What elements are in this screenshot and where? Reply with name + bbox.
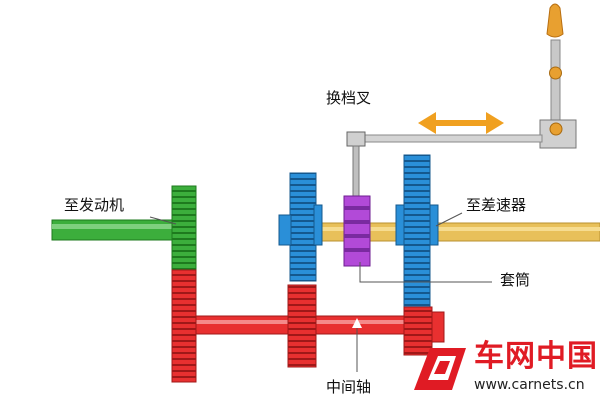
shift-fork-label: 换档叉 <box>326 89 372 107</box>
sleeve-label: 套筒 <box>500 271 531 289</box>
driven-gear-1 <box>278 172 323 282</box>
leader-lines <box>149 212 492 372</box>
sleeve <box>343 195 371 267</box>
input-gear <box>171 185 197 271</box>
shift-fork <box>346 131 366 201</box>
brand-logo-icon <box>414 348 466 390</box>
input-shaft <box>51 219 183 241</box>
to-differential-label: 至差速器 <box>466 196 527 214</box>
countershaft-gear-2 <box>403 306 445 356</box>
countershaft-drive-gear <box>171 269 197 383</box>
shift-lever <box>539 3 577 149</box>
direction-arrow <box>418 112 504 134</box>
shift-rod <box>361 134 543 143</box>
brand-name: 车网中国 <box>474 339 598 374</box>
output-shaft <box>281 222 600 242</box>
countershaft-marker <box>352 318 362 328</box>
countershaft-label: 中间轴 <box>326 378 372 396</box>
brand-url: www.carnets.cn <box>474 377 585 393</box>
to-engine-label: 至发动机 <box>64 196 125 214</box>
brand-watermark: 车网中国 www.carnets.cn <box>408 340 598 396</box>
driven-gear-2 <box>395 154 439 308</box>
countershaft-gear-1 <box>287 284 317 368</box>
